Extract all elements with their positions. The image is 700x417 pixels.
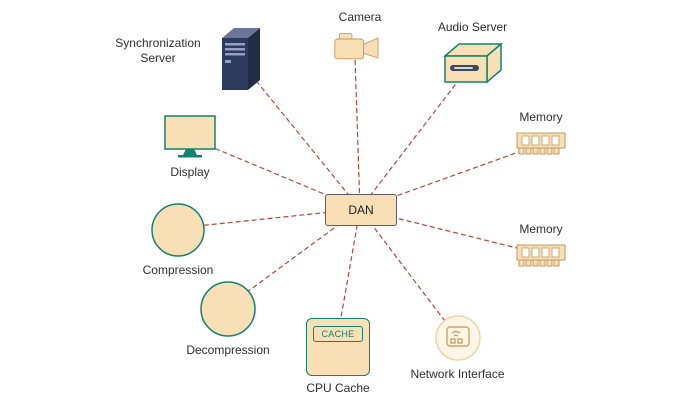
network-card-icon [434,315,481,361]
node-audio-server[interactable]: Audio Server [420,20,525,86]
node-cpu-cache-label: CPU Cache [306,381,370,395]
node-compression-label: Compression [142,263,214,277]
node-memory-bottom-label: Memory [519,222,563,236]
node-decompression[interactable]: Decompression [176,280,280,358]
circle-shape [200,281,256,337]
node-dan-label: DAN [348,203,374,217]
server-tower-icon [222,28,260,90]
node-display-label: Display [170,165,210,179]
node-sync-server[interactable]: Synchronization Server [108,26,264,92]
server-box-icon [442,42,503,84]
node-decompression-label: Decompression [186,343,270,357]
node-compression[interactable]: Compression [126,202,230,278]
edge-dan-memory-bottom [359,208,542,255]
node-dan[interactable]: DAN [325,194,397,226]
node-network-interface-label: Network Interface [410,367,505,381]
node-camera[interactable]: Camera [310,10,410,66]
ram-stick-icon [516,132,566,155]
cache-square: CACHE [306,318,370,376]
node-display[interactable]: Display [140,114,240,180]
node-sync-server-label: Synchronization Server [115,36,201,65]
video-camera-icon [334,33,379,60]
cache-inner-label: CACHE [313,326,363,342]
node-cpu-cache[interactable]: CACHE CPU Cache [303,318,373,396]
edge-dan-audio-server [359,67,469,210]
circle-shape [151,203,205,257]
edge-dan-network-interface [359,208,458,338]
node-memory-bottom[interactable]: Memory [512,222,570,270]
node-camera-label: Camera [338,10,382,24]
node-network-interface[interactable]: Network Interface [400,314,515,382]
edge-dan-display [189,137,361,210]
ram-stick-icon [516,244,566,267]
node-memory-top-label: Memory [519,110,563,124]
monitor-icon [164,115,216,158]
edge-dan-compression [177,208,361,229]
edge-dan-camera [354,57,361,210]
node-audio-server-label: Audio Server [437,20,508,34]
node-memory-top[interactable]: Memory [512,110,570,158]
